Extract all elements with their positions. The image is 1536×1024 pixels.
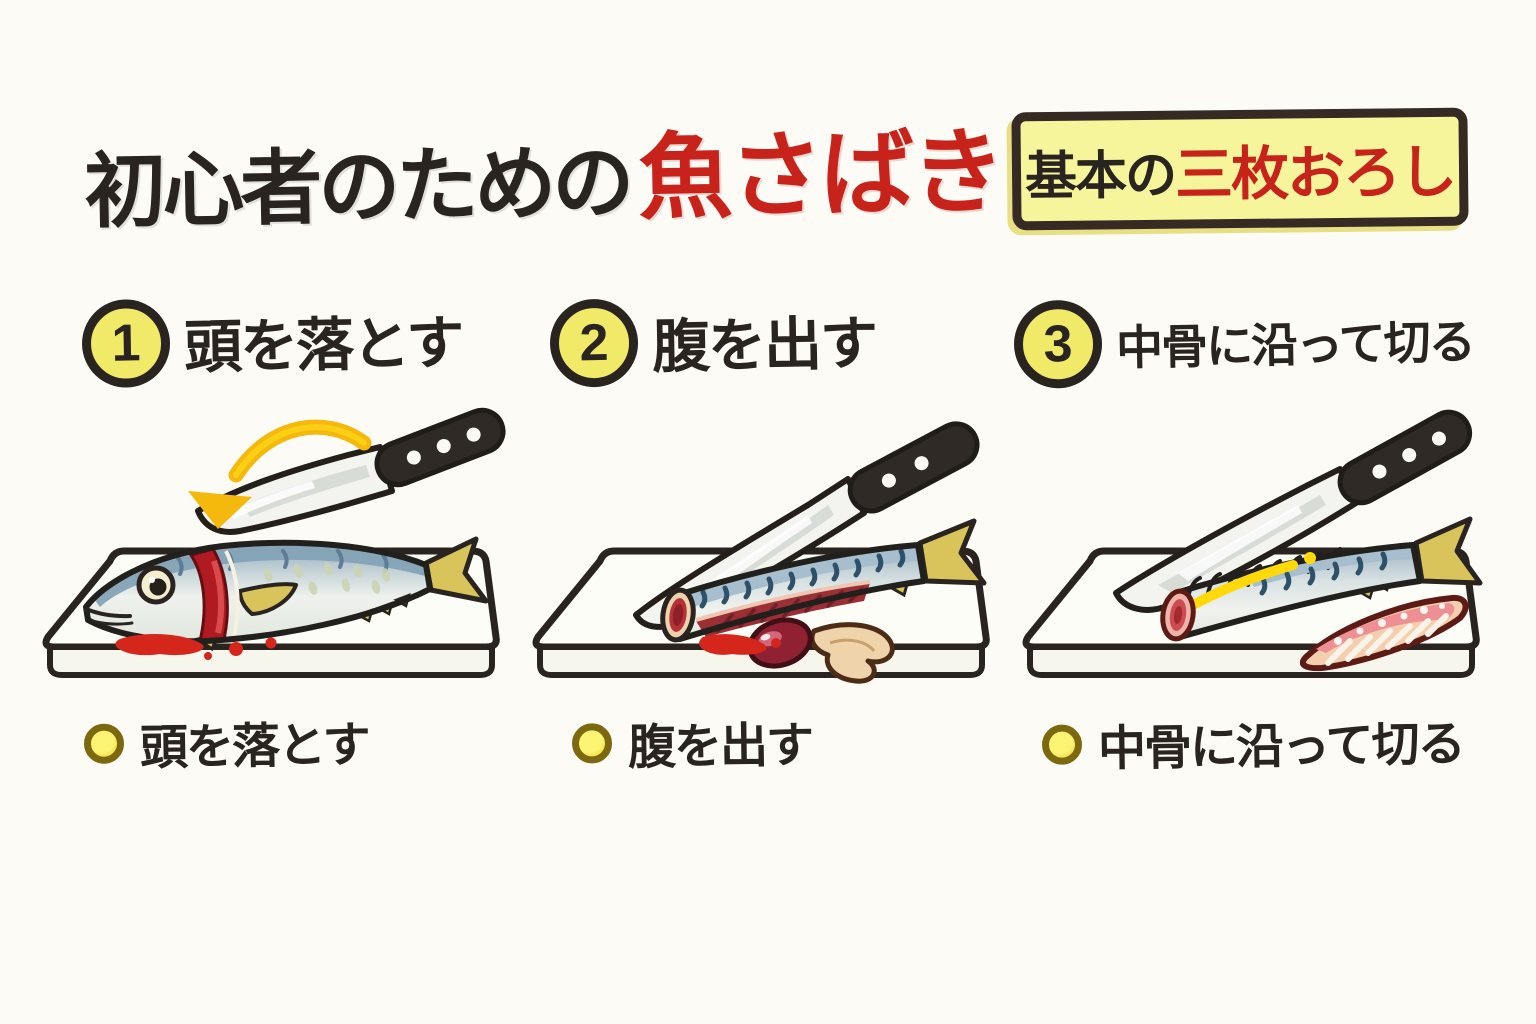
- step1-number-badge: 1: [81, 298, 171, 389]
- knife-icon: [195, 407, 506, 535]
- cut-line: [1188, 552, 1316, 610]
- step1-caption: 頭を落とす: [83, 710, 369, 775]
- fillet: [1299, 594, 1469, 672]
- cut-end: [1160, 588, 1196, 642]
- page-title: 初心者のための 魚さばき: [83, 96, 1015, 242]
- filleted-fish: [1160, 516, 1483, 642]
- step3-number-badge: 3: [1013, 299, 1103, 390]
- step1-illustration: [28, 393, 508, 703]
- intestines: [809, 622, 895, 684]
- fillet-rib-marks: [1325, 613, 1449, 666]
- speckles: [263, 562, 391, 598]
- bullet-icon: [571, 723, 613, 764]
- subtitle-badge: 基本の 三枚おろし: [1011, 107, 1469, 231]
- step1-caption-label: 頭を落とす: [139, 719, 369, 776]
- mouth: [84, 607, 132, 619]
- page-title-red: 魚さばき: [637, 119, 1004, 231]
- gutted-fish: [660, 518, 987, 643]
- step1-title: 頭を落とす: [183, 310, 463, 381]
- fish-back: [94, 545, 428, 607]
- step3-caption-label: 中骨に沿って切る: [1097, 718, 1465, 777]
- cut-end: [660, 587, 696, 643]
- step2-caption-label: 腹を出す: [627, 719, 813, 775]
- whole-fish: [83, 536, 489, 652]
- step3-header: 3 中骨に沿って切る: [1013, 292, 1474, 390]
- step3-caption: 中骨に沿って切る: [1041, 709, 1464, 776]
- swing-arrow-icon: [188, 419, 372, 529]
- mackerel-stripes: [699, 548, 906, 609]
- step2-title: 腹を出す: [651, 311, 877, 381]
- step1-header: 1 頭を落とす: [81, 293, 463, 390]
- knife-icon: [1113, 409, 1473, 613]
- step3-illustration: [1008, 393, 1488, 703]
- tail-fin: [1413, 516, 1483, 586]
- step2-number-badge: 2: [549, 298, 639, 388]
- step2-illustration: [518, 393, 998, 703]
- step2-caption: 腹を出す: [571, 710, 812, 775]
- blood-drops: [699, 634, 781, 655]
- bullet-icon: [1041, 724, 1083, 765]
- page-title-black: 初心者のための: [83, 137, 632, 239]
- step3-title: 中骨に沿って切る: [1115, 314, 1475, 374]
- mackerel-stripes: [1259, 551, 1388, 596]
- step2-header: 2 腹を出す: [549, 293, 877, 389]
- pectoral-fin: [238, 582, 298, 616]
- subtitle-badge-black: 基本の: [1024, 146, 1176, 206]
- fish-eye: [136, 565, 176, 605]
- subtitle-badge-red: 三枚おろし: [1174, 139, 1456, 208]
- blood-drops: [115, 633, 277, 660]
- bullet-icon: [83, 723, 125, 764]
- mackerel-back: [680, 545, 920, 609]
